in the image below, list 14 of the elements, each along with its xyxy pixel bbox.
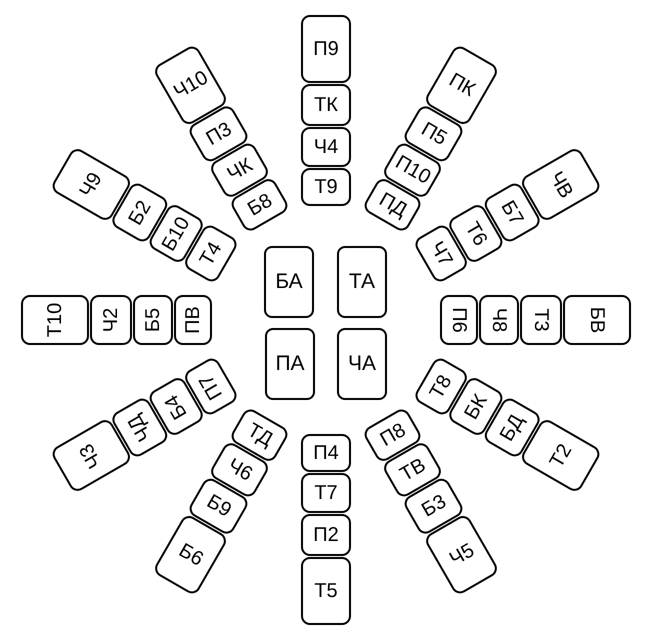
card-label: Ч5 — [446, 540, 478, 570]
card-label: Ч3 — [76, 440, 106, 472]
card-label: Т5 — [314, 581, 338, 601]
playing-card: БА — [264, 246, 314, 318]
card-label: Ч9 — [76, 168, 106, 200]
card-label: БВ — [587, 306, 607, 334]
card-label: Б6 — [175, 540, 206, 570]
card-label: Т2 — [546, 440, 576, 471]
playing-card: ПА — [265, 328, 315, 400]
card-label: ЧВ — [545, 168, 576, 202]
playing-card: ТА — [337, 246, 387, 318]
playing-card: ЧА — [337, 328, 387, 400]
card-label: П9 — [313, 39, 339, 59]
card-label: ПК — [445, 70, 478, 100]
